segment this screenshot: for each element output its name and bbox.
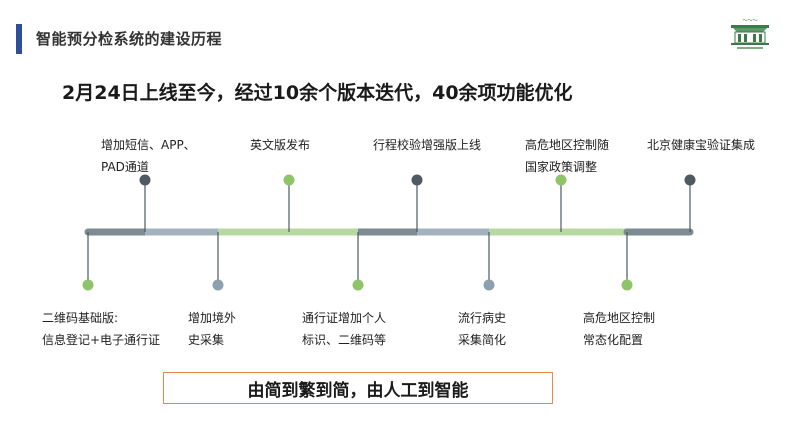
milestone-dot bbox=[483, 279, 495, 291]
milestone-label-top: 高危地区控制随 国家政策调整 bbox=[525, 138, 610, 174]
milestone-dot bbox=[212, 279, 224, 291]
milestone-dot bbox=[352, 279, 364, 291]
summary-box: 由简到繁到简，由人工到智能 bbox=[163, 372, 553, 404]
milestone-dot bbox=[283, 174, 295, 186]
milestone-label-bottom: 流行病史 采集简化 bbox=[458, 311, 507, 347]
milestone-dot bbox=[139, 174, 151, 186]
milestone-label-top: 北京健康宝验证集成 bbox=[647, 138, 756, 152]
milestone-dot bbox=[621, 279, 633, 291]
university-building-logo-icon: ～～～ bbox=[731, 18, 769, 49]
milestone-label-bottom: 二维码基础版: 信息登记+电子通行证 bbox=[42, 311, 161, 347]
milestone-dot bbox=[82, 279, 94, 291]
page-title: 智能预分检系统的建设历程 bbox=[36, 30, 223, 48]
title-accent-bar bbox=[16, 24, 22, 54]
milestone-dot bbox=[555, 174, 567, 186]
svg-text:～～～: ～～～ bbox=[742, 18, 757, 24]
milestone-dot bbox=[684, 174, 696, 186]
milestone-label-bottom: 高危地区控制 常态化配置 bbox=[583, 311, 656, 347]
milestone-label-bottom: 通行证增加个人 标识、二维码等 bbox=[302, 311, 387, 347]
summary-text: 由简到繁到简，由人工到智能 bbox=[247, 380, 469, 401]
milestone-label-top: 增加短信、APP、 PAD通道 bbox=[101, 138, 196, 174]
milestone-dot bbox=[411, 174, 423, 186]
milestone-label-top: 行程校验增强版上线 bbox=[373, 138, 482, 152]
milestone-label-bottom: 增加境外 史采集 bbox=[188, 311, 237, 347]
headline: 2月24日上线至今，经过10余个版本迭代，40余项功能优化 bbox=[62, 82, 573, 104]
milestone-label-top: 英文版发布 bbox=[250, 138, 311, 152]
